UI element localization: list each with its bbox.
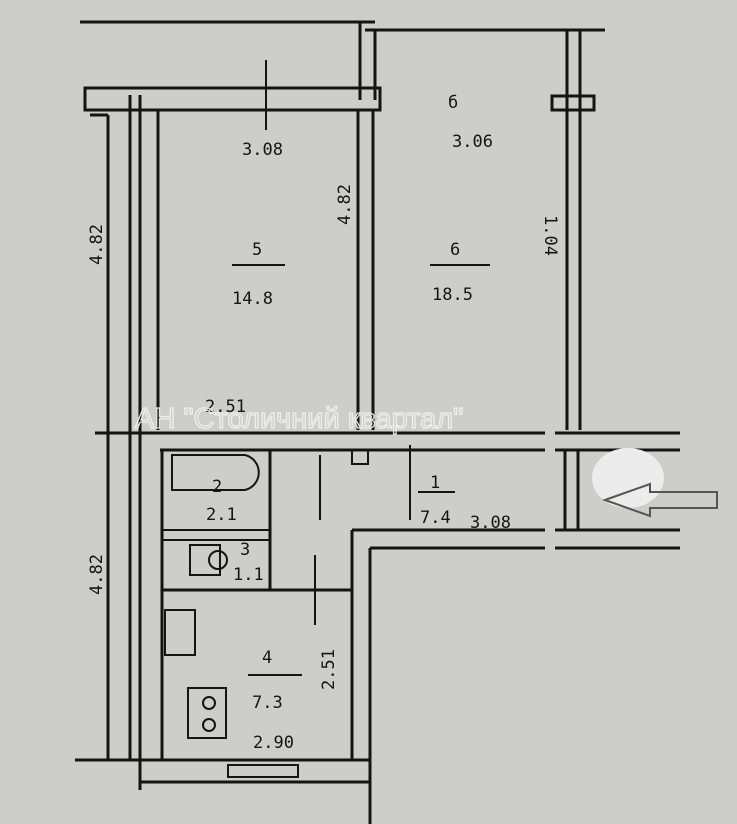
room-1-number: 1 xyxy=(430,473,440,493)
room-4-length: 2.51 xyxy=(319,649,339,690)
room-1-dimension: 3.08 xyxy=(470,513,511,533)
balcony-label: б xyxy=(448,93,458,113)
entrance-arrow-icon xyxy=(602,482,718,518)
room-1-area: 7.4 xyxy=(420,508,451,528)
room-5-number: 5 xyxy=(252,240,262,260)
room-2-area: 2.1 xyxy=(206,505,237,525)
room-6-number: 6 xyxy=(450,240,460,260)
room-3-number: 3 xyxy=(240,540,250,560)
room-6-area: 18.5 xyxy=(432,285,473,305)
room-4-number: 4 xyxy=(262,648,272,668)
room-3-area: 1.1 xyxy=(233,565,264,585)
room-4-width: 2.90 xyxy=(253,733,294,753)
room-6-width: 3.06 xyxy=(452,132,493,152)
room-4-area: 7.3 xyxy=(252,693,283,713)
entrance-marker xyxy=(592,448,664,508)
room-5-length: 4.82 xyxy=(335,184,355,225)
outer-dimension-top: 4.82 xyxy=(87,224,107,265)
walls xyxy=(75,20,680,824)
room-5-area: 14.8 xyxy=(232,289,273,309)
watermark: АН "Столичний квартал" xyxy=(135,403,463,435)
outer-dimension-bottom: 4.82 xyxy=(87,554,107,595)
room-6-length: 1.04 xyxy=(540,215,560,256)
room-5-bottom-dimension: 2.51 xyxy=(205,397,246,417)
room-5-width: 3.08 xyxy=(242,140,283,160)
dimension-labels: 3.08 3.06 б 4.82 1.04 4.82 4.82 2.51 xyxy=(87,93,560,595)
room-labels: 5 14.8 6 18.5 1 7.4 3.08 2 2.1 3 1.1 4 7… xyxy=(206,240,511,753)
room-2-number: 2 xyxy=(212,477,222,497)
